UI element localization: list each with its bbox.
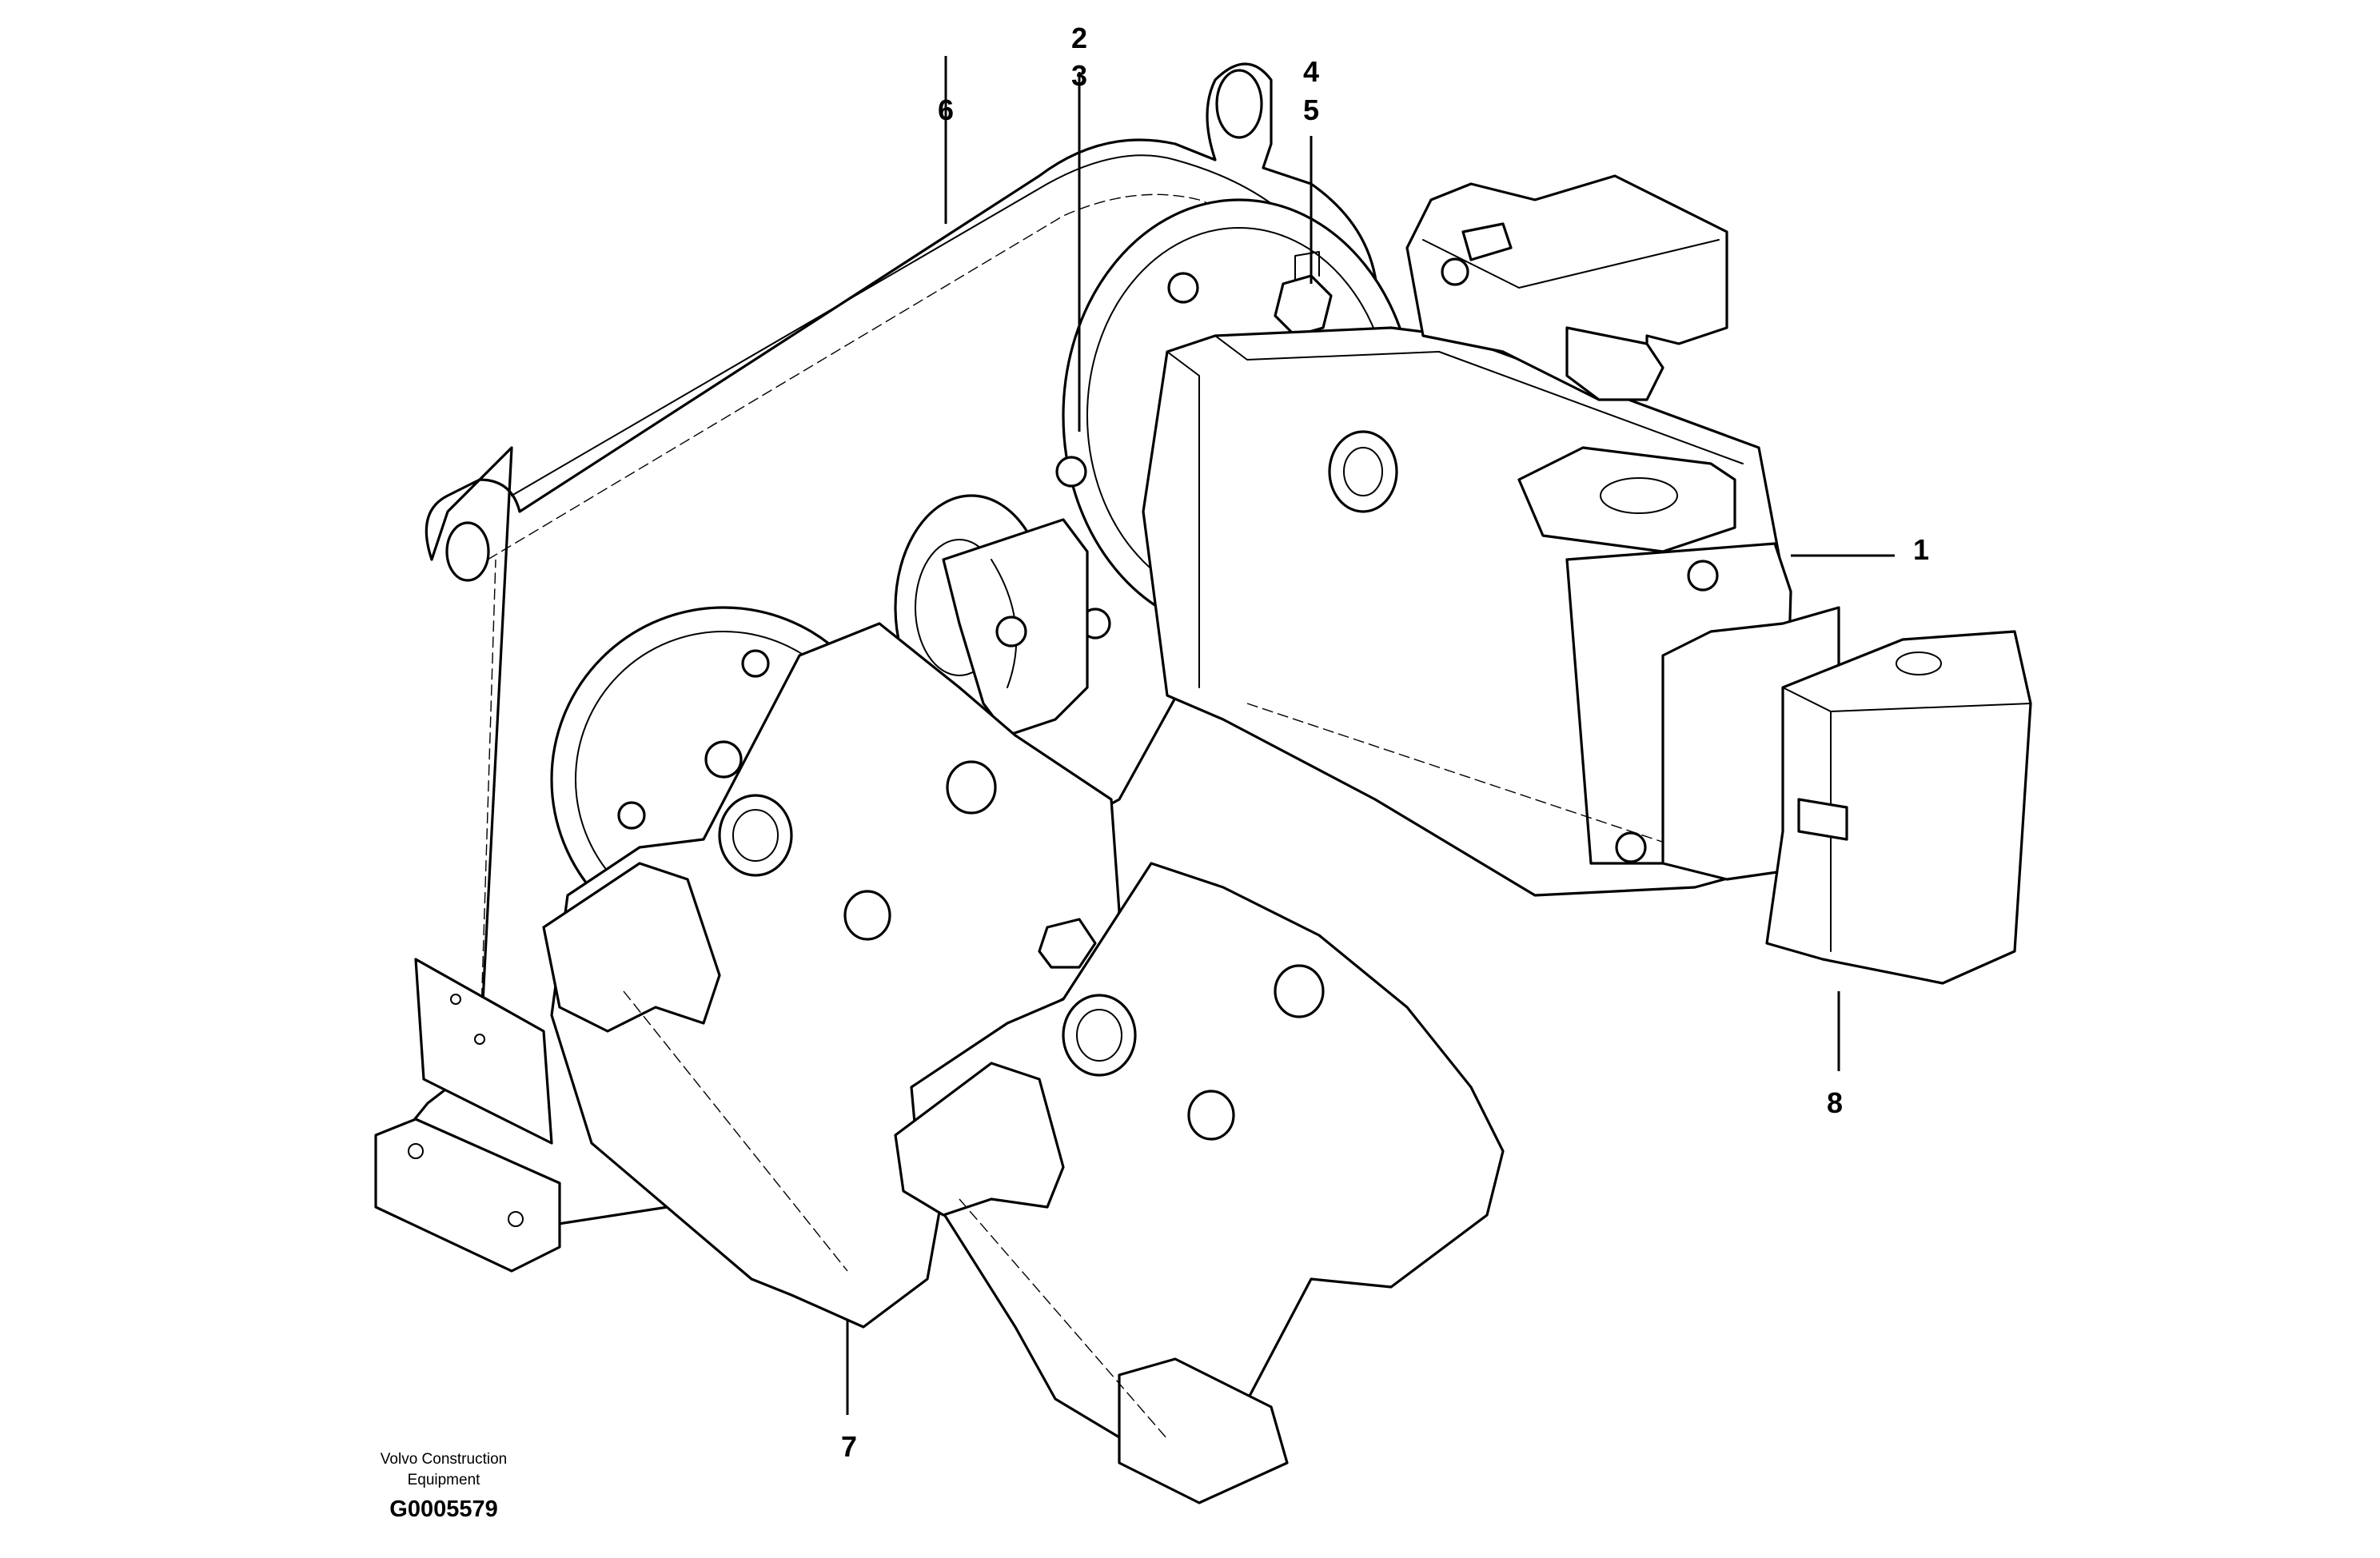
mounting-foot [374,958,561,1273]
front-lifting-eye [445,521,490,582]
callout-7: 7 [840,1430,858,1463]
pump-1-pressure-port [946,760,997,815]
callout-leaders [846,56,1895,1415]
rear-lifting-eye [1215,69,1263,139]
pump-2-end-cap [894,1062,1065,1217]
callout-2: 2 [1070,22,1088,54]
callout-8: 8 [1826,1086,1844,1119]
pump-2-pressure-port [1274,964,1325,1018]
pump-port-flange [1517,446,1736,553]
tandem-pump-section-1 [542,622,1121,1329]
pump-2-bottom-block [1118,1357,1289,1504]
drive-coupling [894,494,1089,737]
figure-id: G0005579 [389,1496,498,1522]
flange-bolt [1167,272,1199,304]
tandem-end-pump [1661,606,2032,985]
pump-2-suction-port [1062,994,1137,1077]
pump-control-valve [1405,174,1728,401]
flange-bolt [1055,456,1087,488]
callout-3: 3 [1070,59,1088,92]
callout-6: 6 [937,94,955,126]
callout-5: 5 [1302,94,1320,126]
pump-1-suction-port [718,794,793,877]
pump-port [1328,430,1398,513]
credit-line-2: Equipment [407,1472,480,1488]
credit-line-1: Volvo Construction [380,1451,508,1468]
callout-4: 4 [1302,55,1320,88]
callout-1: 1 [1912,533,1930,566]
end-pump-flange-block [1765,630,2032,985]
pump-1-end-cap [542,862,721,1033]
tandem-pump-section-2 [894,862,1505,1504]
